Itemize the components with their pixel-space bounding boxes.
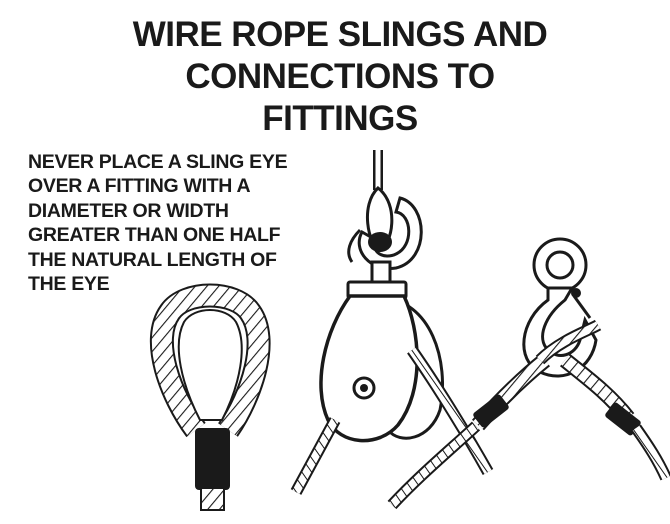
warning-line-5: THE NATURAL LENGTH OF <box>28 248 277 271</box>
pulley-block-icon <box>290 150 494 495</box>
warning-text: NEVER PLACE A SLING EYE OVER A FITTING W… <box>28 150 288 296</box>
sling-eye-icon <box>149 283 271 511</box>
eye-hook-icon <box>387 237 670 510</box>
warning-line-3: DIAMETER OR WIDTH <box>28 199 229 222</box>
title-line-2: CONNECTIONS TO <box>185 57 495 96</box>
title-line-3: FITTINGS <box>262 99 418 138</box>
warning-line-1: NEVER PLACE A SLING EYE <box>28 151 288 173</box>
warning-line-2: OVER A FITTING WITH A <box>28 175 251 198</box>
title-line-1: WIRE ROPE SLINGS AND <box>132 15 548 54</box>
warning-line-4: GREATER THAN ONE HALF <box>28 224 281 247</box>
warning-line-6: THE EYE <box>28 273 110 296</box>
diagram-title: WIRE ROPE SLINGS AND CONNECTIONS TO FITT… <box>0 14 670 140</box>
